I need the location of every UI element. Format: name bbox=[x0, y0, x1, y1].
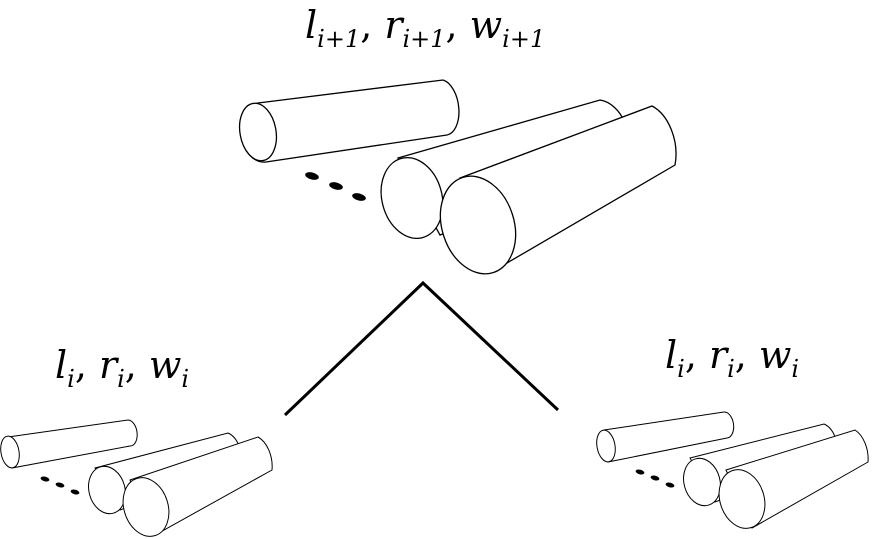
label-top-sep2: , bbox=[446, 3, 458, 47]
cylinder-group-left bbox=[0, 419, 273, 537]
label-right-l-sub: i bbox=[677, 355, 685, 383]
label-right-sep1: , bbox=[685, 333, 697, 377]
ellipsis-dot bbox=[40, 476, 50, 482]
cylinder-right-back bbox=[596, 411, 735, 463]
label-right-w: w bbox=[759, 333, 792, 377]
label-top-w-sub: i+1 bbox=[502, 25, 545, 53]
ellipsis-dot bbox=[650, 475, 660, 481]
cylinder-left-back bbox=[0, 419, 138, 469]
ellipsis-dot bbox=[352, 193, 366, 201]
cylinder-group-right bbox=[596, 411, 869, 529]
label-left-sep1: , bbox=[75, 343, 87, 387]
label-right-l: l bbox=[665, 333, 677, 377]
label-left-l-sub: i bbox=[67, 365, 75, 393]
label-top-l: l bbox=[305, 3, 317, 47]
ellipsis-dot bbox=[70, 489, 80, 495]
label-top: li+1,ri+1,wi+1 bbox=[305, 3, 545, 53]
ellipsis-dot bbox=[665, 482, 675, 488]
cylinder-group-top bbox=[238, 79, 677, 275]
label-right-r: r bbox=[709, 333, 730, 377]
label-left-w: w bbox=[149, 343, 182, 387]
label-top-l-sub: i+1 bbox=[317, 25, 360, 53]
label-left-sep2: , bbox=[125, 343, 137, 387]
ellipsis-dot bbox=[55, 482, 65, 488]
label-left: li,ri,wi bbox=[55, 343, 189, 393]
label-right-r-sub: i bbox=[727, 355, 735, 383]
label-right: li,ri,wi bbox=[665, 333, 799, 383]
label-top-sep1: , bbox=[360, 3, 372, 47]
label-left-r-sub: i bbox=[117, 365, 125, 393]
cylinder-top-back bbox=[238, 79, 460, 163]
cylinder-left-front bbox=[122, 436, 273, 537]
tree-branch bbox=[283, 280, 560, 417]
ellipsis-dot bbox=[329, 182, 343, 190]
ellipsis-dot bbox=[635, 469, 645, 475]
label-left-l: l bbox=[55, 343, 67, 387]
ellipsis-dot bbox=[305, 172, 319, 180]
label-top-w: w bbox=[470, 3, 503, 47]
label-left-r: r bbox=[99, 343, 120, 387]
label-left-w-sub: i bbox=[181, 365, 189, 393]
label-top-r: r bbox=[384, 3, 405, 47]
label-top-r-sub: i+1 bbox=[402, 25, 445, 53]
label-right-sep2: , bbox=[735, 333, 747, 377]
cylinder-top-front bbox=[439, 105, 677, 275]
label-right-w-sub: i bbox=[791, 355, 799, 383]
cylinder-right-front bbox=[718, 429, 869, 529]
